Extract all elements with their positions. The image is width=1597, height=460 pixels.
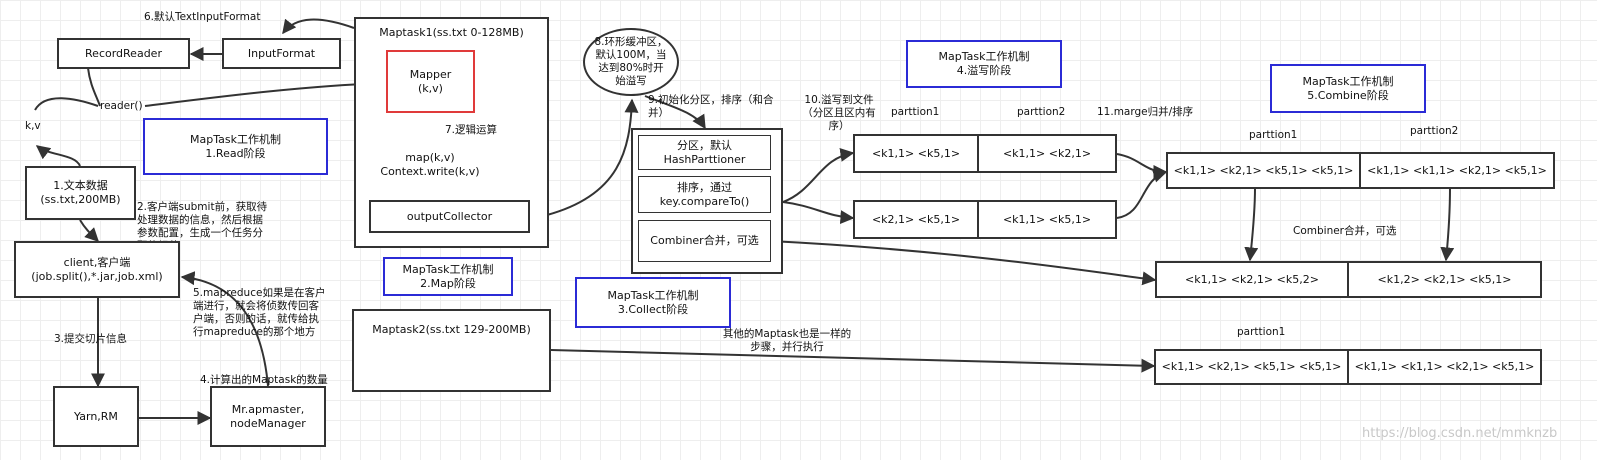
arrow-sort-to-p2 — [782, 201, 855, 225]
spill-p2-label: parttion2 — [1017, 106, 1066, 118]
stage-map-box: MapTask工作机制 2.Map阶段 — [383, 257, 513, 296]
comb-a: <k1,1> <k2,1> <k5,2> — [1155, 261, 1349, 298]
arrow-merge-b-down — [1440, 187, 1455, 262]
arrow-merge-a-down — [1244, 187, 1259, 262]
map-write-text: map(k,v) Context.write(k,v) — [380, 151, 480, 178]
stage-combine-box: MapTask工作机制 5.Combine阶段 — [1270, 64, 1426, 113]
arrow-collector-to-buffer — [546, 98, 639, 216]
init-partition-label: 9.初始化分区，排序（和合 并） — [648, 94, 774, 119]
default-tif-label: 6.默认TextInputFormat — [144, 11, 261, 23]
slice-info-label: 3.提交切片信息 — [54, 333, 128, 345]
watermark: https://blog.csdn.net/mmknzb — [1362, 426, 1558, 441]
reader-label: reader() — [100, 100, 143, 112]
maptask1-title: Maptask1(ss.txt 0-128MB) — [379, 26, 524, 39]
combiner-merge-label: Combiner合并，可选 — [1293, 225, 1397, 237]
spill-file-label: 10.溢写到文件 （分区且区内有 序） — [802, 94, 876, 132]
arrow-combiner-to-comb — [769, 240, 1157, 286]
merge-sort-label: 11.marge归并/排序 — [1097, 106, 1194, 118]
stage-spill-box: MapTask工作机制 4.溢写阶段 — [906, 40, 1062, 88]
spill-p2-b: <k1,1> <k5,1> — [977, 200, 1117, 239]
comb-b: <k1,2> <k2,1> <k5,1> — [1347, 261, 1542, 298]
arrow-p2-to-merge — [1116, 169, 1168, 219]
mapper-box: Mapper (k,v) — [386, 50, 475, 113]
merge-p2-label: parttion2 — [1410, 125, 1459, 137]
spill-p1-a: <k1,1> <k5,1> — [853, 134, 979, 173]
stage-read-box: MapTask工作机制 1.Read阶段 — [143, 118, 328, 175]
arrow-maptask-to-inputformat — [282, 18, 355, 35]
client-box: client,客户端 (job.split(),*.jar,job.xml) — [14, 241, 180, 298]
other-b: <k1,1> <k1,1> <k2,1> <k5,1> — [1347, 349, 1542, 385]
other-a: <k1,1> <k2,1> <k5,1> <k5,1> — [1154, 349, 1349, 385]
maptask2-box: Maptask2(ss.txt 129-200MB) — [352, 309, 551, 392]
data-text-box: 1.文本数据 (ss.txt,200MB) — [25, 166, 136, 220]
ring-buffer-ellipse: 8.环形缓冲区， 默认100M，当 达到80%时开 始溢写 — [583, 28, 679, 96]
arrow-p1-to-merge — [1116, 153, 1168, 179]
maptask-count-label: 4.计算出的Maptask的数量 — [200, 374, 328, 386]
app-master-box: Mr.apmaster, nodeManager — [210, 386, 326, 447]
sort-box: 排序，通过 key.compareTo() — [638, 176, 771, 213]
arrow-master-to-client — [180, 271, 269, 387]
kv-label: k,v — [25, 120, 41, 132]
yarn-box: Yarn,RM — [53, 386, 139, 447]
arrow-maptask2-to-other — [550, 349, 1156, 373]
spill-p1-label: parttion1 — [891, 106, 940, 118]
arrow-reader-to-kv — [34, 97, 99, 111]
arrow-sort-to-p1 — [782, 147, 855, 203]
arrow-data-to-kv — [35, 145, 81, 167]
output-collector-box: outputCollector — [369, 200, 530, 233]
merge-p1-label: parttion1 — [1249, 129, 1298, 141]
other-maptask-label: 其他的Maptask也是一样的 步骤，并行执行 — [722, 328, 852, 353]
arrow-data-to-client — [79, 219, 99, 242]
arrow-reader-to-mapper — [144, 76, 387, 107]
combiner-box: Combiner合并，可选 — [638, 220, 771, 262]
other-p1-label: parttion1 — [1237, 326, 1286, 338]
mapreduce-note: 5.mapreduce如果是在客户 端进行，就会将侦数传回客 户端，否则的话，就… — [193, 287, 326, 338]
merge-a: <k1,1> <k2,1> <k5,1> <k5,1> — [1166, 152, 1361, 189]
record-reader-box: RecordReader — [57, 38, 190, 69]
arrow-record-to-reader — [87, 67, 101, 107]
maptask2-title: Maptask2(ss.txt 129-200MB) — [372, 323, 531, 336]
stage-collect-box: MapTask工作机制 3.Collect阶段 — [575, 277, 731, 328]
spill-p1-b: <k1,1> <k2,1> — [977, 134, 1117, 173]
logic-label: 7.逻辑运算 — [445, 124, 498, 136]
input-format-box: InputFormat — [222, 38, 341, 69]
partition-box: 分区，默认 HashParttioner — [638, 135, 771, 170]
arrow-buffer-to-group — [644, 95, 706, 130]
merge-b: <k1,1> <k1,1> <k2,1> <k5,1> — [1359, 152, 1555, 189]
spill-p2-a: <k2,1> <k5,1> — [853, 200, 979, 239]
